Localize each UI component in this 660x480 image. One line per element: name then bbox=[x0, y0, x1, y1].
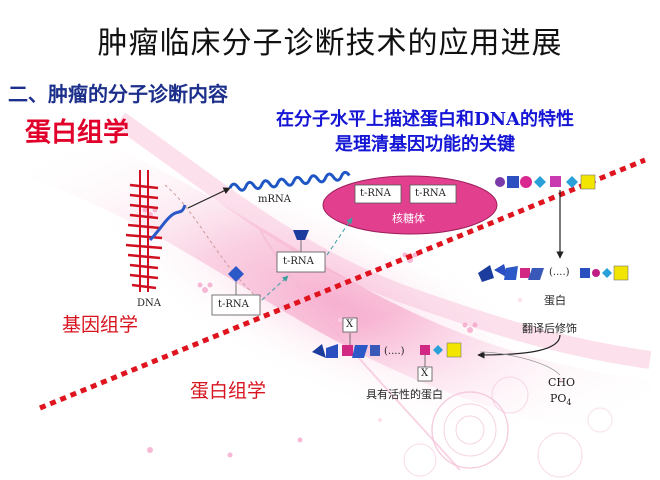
ptm-label: 翻译后修饰 bbox=[522, 322, 577, 335]
ribosome-label: 核糖体 bbox=[392, 212, 425, 225]
trna-label-2: t-RNA bbox=[415, 188, 446, 199]
protein-chain bbox=[478, 264, 629, 282]
trna-box-lower bbox=[211, 266, 261, 316]
section-heading: 二、肿瘤的分子诊断内容 bbox=[8, 82, 228, 106]
mrna-label: mRNA bbox=[258, 194, 291, 205]
trna-box-1 bbox=[354, 184, 402, 204]
protein-ellipsis: (....) bbox=[549, 267, 570, 278]
active-ellipsis: (....) bbox=[384, 346, 405, 357]
protein-label: 蛋白 bbox=[544, 294, 566, 307]
cho-label: CHO bbox=[548, 376, 576, 389]
dna-helix-icon bbox=[125, 170, 187, 292]
x-marker-bottom bbox=[417, 366, 433, 382]
subtitle-line-1: 在分子水平上描述蛋白和DNA的特性 bbox=[275, 109, 575, 130]
dna-label: DNA bbox=[137, 298, 161, 309]
x-label-top: X bbox=[346, 319, 354, 330]
trna-box-2 bbox=[409, 184, 457, 204]
active-protein-chain bbox=[312, 317, 462, 382]
protein-heading: 蛋白组学 bbox=[25, 118, 130, 148]
active-protein-label: 具有活性的蛋白 bbox=[366, 388, 443, 401]
divider-line bbox=[39, 157, 646, 411]
peptide-chain-top bbox=[495, 174, 596, 190]
proteomics-label: 蛋白组学 bbox=[190, 380, 267, 402]
subtitle-line-2: 是理清基因功能的关键 bbox=[335, 134, 515, 155]
genomics-label: 基因组学 bbox=[62, 314, 139, 336]
page-title: 肿瘤临床分子诊断技术的应用进展 bbox=[97, 26, 563, 61]
po4-label: PO4 bbox=[550, 392, 572, 408]
x-marker-top bbox=[342, 317, 358, 333]
trna-label-lower: t-RNA bbox=[218, 299, 249, 310]
trna-label-1: t-RNA bbox=[360, 188, 391, 199]
mrna-strand-icon bbox=[228, 170, 351, 192]
x-label-bottom: X bbox=[421, 368, 429, 379]
trna-box-middle bbox=[276, 230, 326, 273]
trna-label-middle: t-RNA bbox=[283, 256, 314, 267]
